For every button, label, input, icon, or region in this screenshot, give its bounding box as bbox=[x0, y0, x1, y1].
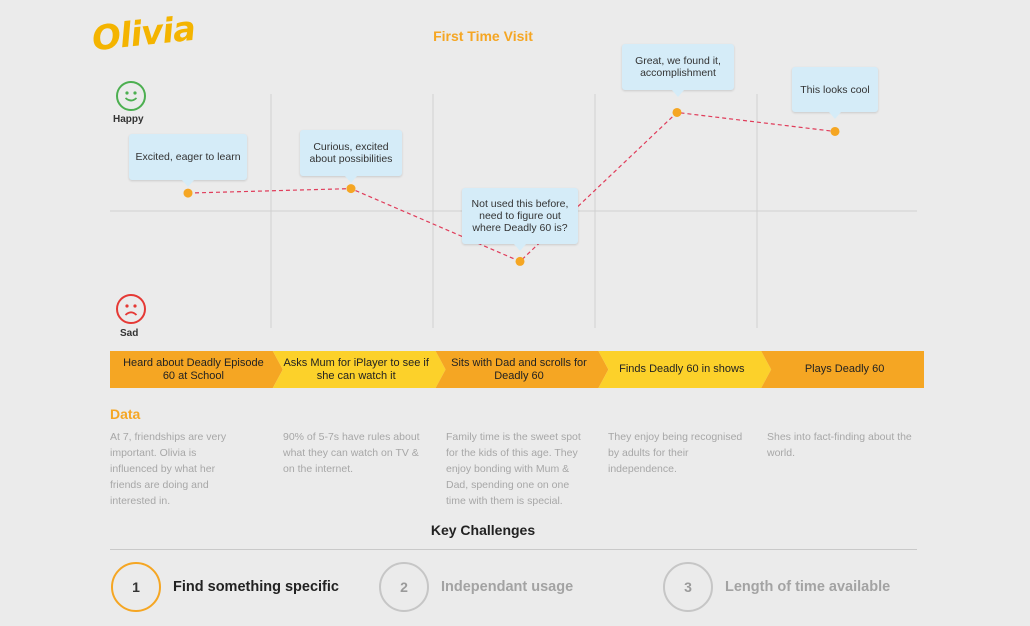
key-challenge-item: 3 Length of time available bbox=[663, 562, 890, 612]
stage-arrow bbox=[598, 351, 772, 388]
emotion-point bbox=[515, 256, 525, 266]
happy-label: Happy bbox=[113, 114, 144, 125]
emotion-point bbox=[672, 107, 682, 117]
sad-label: Sad bbox=[120, 328, 139, 339]
data-insight-text: At 7, friendships are very important. Ol… bbox=[110, 431, 227, 507]
emotion-line bbox=[187, 111, 836, 263]
data-heading: Data bbox=[110, 406, 141, 422]
sad-face-icon bbox=[116, 294, 146, 324]
stage-arrow bbox=[272, 351, 446, 388]
stage-arrow bbox=[761, 351, 924, 388]
stage-label: Finds Deadly 60 in shows bbox=[619, 363, 745, 375]
data-insight-text: They enjoy being recognised by adults fo… bbox=[608, 431, 743, 475]
challenge-number-circle: 3 bbox=[663, 562, 713, 612]
feeling-bubble: Curious, excited about possibilities bbox=[300, 130, 402, 183]
feeling-bubble: Not used this before, need to figure out… bbox=[462, 188, 578, 251]
stage-label: Asks Mum for iPlayer to see if she can w… bbox=[283, 356, 429, 382]
challenge-label: Independant usage bbox=[441, 579, 574, 595]
challenge-label: Find something specific bbox=[173, 579, 339, 595]
stage-arrow bbox=[110, 351, 283, 388]
stage-label: Plays Deadly 60 bbox=[804, 363, 885, 375]
data-insight-text: 90% of 5-7s have rules about what they c… bbox=[283, 431, 420, 475]
emotion-point bbox=[830, 126, 840, 136]
challenge-label: Length of time available bbox=[725, 579, 891, 595]
challenge-number-circle: 2 bbox=[379, 562, 429, 612]
challenge-number-circle: 1 bbox=[111, 562, 161, 612]
divider bbox=[110, 549, 917, 550]
key-challenge-item: 2 Independant usage bbox=[379, 562, 573, 612]
key-challenge-item: 1 Find something specific bbox=[111, 562, 339, 612]
stage-arrow bbox=[435, 351, 609, 388]
stage-label: Sits with Dad and scrolls for Deadly 60 bbox=[451, 356, 587, 382]
emotion-point bbox=[346, 184, 356, 194]
emotion-point bbox=[183, 188, 193, 198]
data-insight-text: Shes into fact-finding about the world. bbox=[767, 431, 912, 459]
stage-arrows: Heard about Deadly Episode 60 at School A… bbox=[110, 351, 924, 388]
happy-face-icon bbox=[116, 81, 146, 111]
data-insight-text: Family time is the sweet spot for the ki… bbox=[446, 431, 581, 507]
feeling-bubble: Excited, eager to learn bbox=[129, 134, 247, 187]
key-challenges-title: Key Challenges bbox=[430, 522, 536, 538]
feeling-bubble: This looks cool bbox=[792, 67, 878, 119]
feeling-bubble: Great, we found it, accomplishment bbox=[622, 44, 734, 97]
stage-label: Heard about Deadly Episode 60 at School bbox=[123, 356, 264, 382]
page-title: First Time Visit bbox=[433, 28, 533, 44]
